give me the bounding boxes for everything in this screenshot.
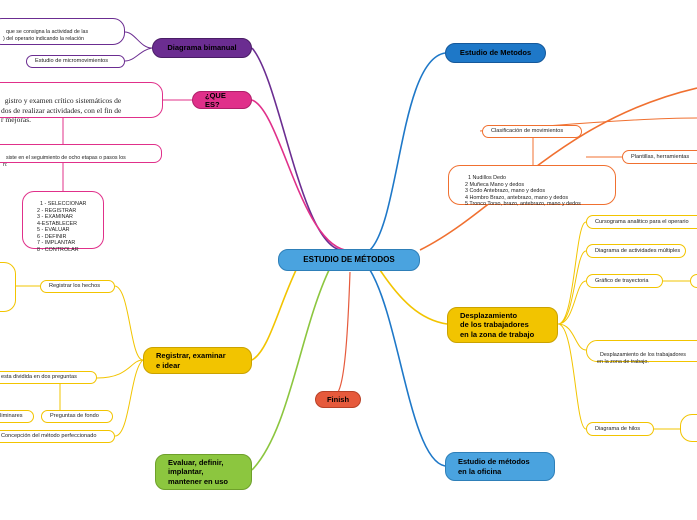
topic-evaluar-label: Evaluar, definir, implantar, mantener en…: [168, 457, 229, 486]
topic-estudio-metodos-label: Estudio de Metodos: [459, 48, 532, 58]
registrar-dos-preguntas[interactable]: esta dividida en dos preguntas: [0, 371, 97, 384]
link-desplazamiento-children: [557, 221, 690, 430]
diagrama-hilos[interactable]: Diagrama de hilos: [586, 422, 654, 436]
registrar-concepcion-label: Concepción del método perfeccionado: [1, 433, 97, 439]
link-finish: [337, 271, 351, 393]
topic-oficina[interactable]: Estudio de métodos en la oficina: [445, 452, 555, 481]
topic-desplazamiento-label: Desplazamiento de los trabajadores en la…: [460, 310, 535, 339]
clasificacion-movimientos[interactable]: Clasificación de movimientos: [482, 125, 582, 138]
registrar-concepcion[interactable]: Concepción del método perfeccionado: [0, 430, 115, 443]
bimanual-micromovimientos[interactable]: Estudio de micromovimientos: [26, 55, 125, 68]
clasificacion-list[interactable]: 1 Nudillos Dedo 2 Muñeca Mano y dedos 3 …: [448, 165, 616, 208]
topic-registrar-label: Registrar, examinar e idear: [156, 351, 226, 370]
topic-diagrama-bimanual-label: Diagrama bimanual: [167, 43, 237, 53]
registrar-dos-preguntas-label: esta dividida en dos preguntas: [1, 374, 77, 380]
grafico-trayectoria-label: Gráfico de trayectoria: [595, 277, 649, 284]
topic-oficina-label: Estudio de métodos en la oficina: [458, 457, 530, 476]
plantillas-herramientas[interactable]: Plantillas, herramientas: [622, 150, 697, 164]
que-es-steps-list[interactable]: 1 - SELECCIONAR 2 - REGISTRAR 3 - EXAMIN…: [22, 191, 104, 253]
hilos-extra[interactable]: [680, 414, 697, 442]
link-registrar-children: [15, 285, 144, 437]
topic-desplazamiento[interactable]: Desplazamiento de los trabajadores en la…: [447, 307, 558, 343]
topic-registrar[interactable]: Registrar, examinar e idear: [143, 347, 252, 374]
topic-evaluar[interactable]: Evaluar, definir, implantar, mantener en…: [155, 454, 252, 490]
que-es-steps-intro-text: siste en el seguimiento de ocho etapas o…: [3, 154, 126, 168]
link-registrar: [251, 261, 301, 361]
cursograma-analitico-label: Cursograma analitico para el operario: [595, 218, 689, 225]
diagrama-hilos-label: Diagrama de hilos: [595, 425, 641, 432]
bimanual-description[interactable]: que se consigna la actividad de las ) de…: [0, 18, 125, 45]
trayectoria-extra[interactable]: [690, 274, 697, 288]
topic-diagrama-bimanual[interactable]: Diagrama bimanual: [152, 38, 252, 58]
topic-que-es[interactable]: ¿QUE ES?: [192, 91, 252, 109]
que-es-steps-list-text: 1 - SELECCIONAR 2 - REGISTRAR 3 - EXAMIN…: [37, 201, 87, 253]
bimanual-description-text: que se consigna la actividad de las ) de…: [3, 28, 89, 42]
link-desplazamiento: [379, 269, 448, 325]
clasificacion-movimientos-label: Clasificación de movimientos: [491, 128, 564, 134]
registrar-preliminares-label: eliminares: [0, 413, 23, 419]
registrar-left-box[interactable]: [0, 262, 16, 312]
registrar-preguntas-fondo[interactable]: Preguntas de fondo: [41, 410, 113, 423]
registrar-preguntas-fondo-label: Preguntas de fondo: [50, 413, 99, 419]
clasificacion-list-text: 1 Nudillos Dedo 2 Muñeca Mano y dedos 3 …: [465, 175, 581, 208]
link-oficina: [369, 269, 446, 467]
topic-finish[interactable]: Finish: [315, 391, 361, 408]
link-que-es-children: [62, 99, 192, 191]
que-es-definition[interactable]: gistro y examen crítico sistemáticos de …: [0, 82, 163, 124]
grafico-trayectoria[interactable]: Gráfico de trayectoria: [586, 274, 663, 288]
registrar-hechos-label: Registrar los hechos: [49, 283, 100, 289]
bimanual-micromovimientos-label: Estudio de micromovimientos: [35, 58, 109, 64]
link-que-es: [251, 99, 346, 251]
plantillas-herramientas-label: Plantillas, herramientas: [631, 153, 690, 160]
link-bimanual-children: [124, 31, 153, 62]
topic-que-es-label: ¿QUE ES?: [205, 90, 226, 109]
que-es-steps-intro[interactable]: siste en el seguimiento de ocho etapas o…: [0, 144, 162, 168]
central-topic-label: ESTUDIO DE MÉTODOS: [303, 255, 395, 264]
actividades-multiples[interactable]: Diagrama de actividades múltiples: [586, 244, 686, 258]
desplazamiento-description[interactable]: Desplazamiento de los trabajadores en la…: [586, 340, 697, 366]
link-estudio-metodos: [369, 52, 446, 251]
topic-estudio-metodos[interactable]: Estudio de Metodos: [445, 43, 546, 63]
registrar-preliminares[interactable]: eliminares: [0, 410, 34, 423]
link-evaluar: [251, 267, 331, 471]
cursograma-analitico[interactable]: Cursograma analitico para el operario: [586, 215, 697, 229]
que-es-definition-text: gistro y examen crítico sistemáticos de …: [1, 96, 122, 125]
registrar-hechos[interactable]: Registrar los hechos: [40, 280, 115, 293]
desplazamiento-description-text: Desplazamiento de los trabajadores en la…: [597, 352, 687, 366]
actividades-multiples-label: Diagrama de actividades múltiples: [595, 247, 681, 254]
central-topic[interactable]: ESTUDIO DE MÉTODOS: [278, 249, 420, 271]
topic-finish-label: Finish: [326, 394, 350, 404]
link-bimanual: [251, 47, 341, 251]
